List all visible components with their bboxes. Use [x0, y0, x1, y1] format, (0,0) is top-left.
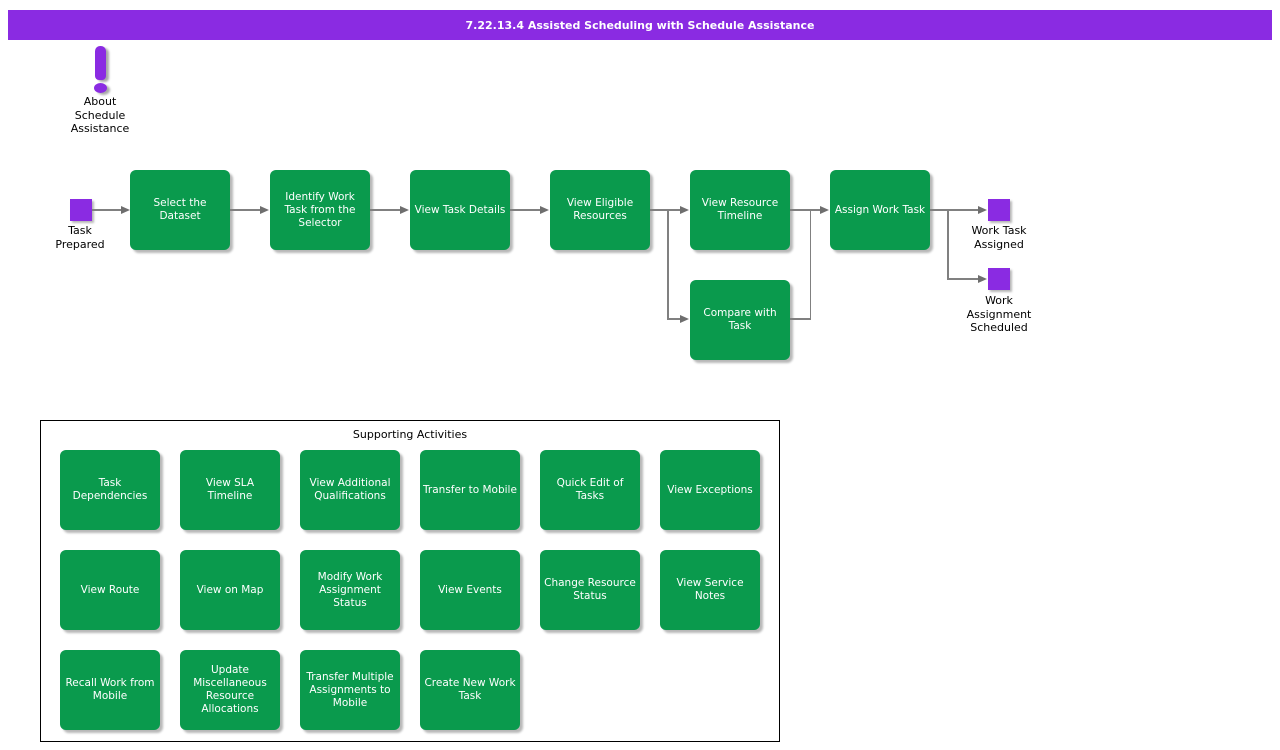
task-assign-work-task[interactable]: Assign Work Task	[830, 170, 930, 250]
task-view-exceptions[interactable]: View Exceptions	[660, 450, 760, 530]
task-view-on-map[interactable]: View on Map	[180, 550, 280, 630]
task-view-task-details[interactable]: View Task Details	[410, 170, 510, 250]
arrowhead-icon	[121, 206, 130, 214]
exclamation-bar	[94, 46, 106, 80]
task-view-additional-qualifications[interactable]: View Additional Qualifications	[300, 450, 400, 530]
arrowhead-icon	[540, 206, 549, 214]
task-create-new-work-task[interactable]: Create New Work Task	[420, 650, 520, 730]
task-view-route[interactable]: View Route	[60, 550, 160, 630]
task-transfer-multiple-assignments-to-mobile[interactable]: Transfer Multiple Assignments to Mobile	[300, 650, 400, 730]
task-view-eligible-resources[interactable]: View Eligible Resources	[550, 170, 650, 250]
exclamation-dot	[93, 83, 107, 93]
task-update-miscellaneous-resource-allocations[interactable]: Update Miscellaneous Resource Allocation…	[180, 650, 280, 730]
arrowhead-icon	[820, 206, 829, 214]
connector-line	[790, 209, 820, 211]
diagram-title-bar: 7.22.13.4 Assisted Scheduling with Sched…	[8, 10, 1272, 40]
task-modify-work-assignment-status[interactable]: Modify Work Assignment Status	[300, 550, 400, 630]
end-event-label-work-assignment-scheduled: Work Assignment Scheduled	[966, 294, 1032, 334]
connector-line	[930, 209, 978, 211]
end-event-work-assignment-scheduled	[988, 268, 1010, 290]
task-change-resource-status[interactable]: Change Resource Status	[540, 550, 640, 630]
task-view-sla-timeline[interactable]: View SLA Timeline	[180, 450, 280, 530]
arrowhead-icon	[400, 206, 409, 214]
connector-line	[370, 209, 400, 211]
connector-line	[667, 318, 680, 320]
connector-line	[790, 318, 811, 320]
connector-line	[809, 209, 811, 319]
task-identify-work-task-from-the-selector[interactable]: Identify Work Task from the Selector	[270, 170, 370, 250]
arrowhead-icon	[680, 315, 689, 323]
arrowhead-icon	[978, 275, 987, 283]
end-event-work-task-assigned	[988, 199, 1010, 221]
arrowhead-icon	[978, 206, 987, 214]
task-task-dependencies[interactable]: Task Dependencies	[60, 450, 160, 530]
connector-line	[230, 209, 260, 211]
task-view-resource-timeline[interactable]: View Resource Timeline	[690, 170, 790, 250]
start-event-label: Task Prepared	[55, 224, 105, 251]
connector-line	[667, 209, 669, 319]
arrowhead-icon	[680, 206, 689, 214]
connector-line	[510, 209, 540, 211]
supporting-activities-container	[40, 420, 780, 742]
connector-line	[650, 209, 680, 211]
start-event-task-prepared	[70, 199, 92, 221]
task-compare-with-task[interactable]: Compare with Task	[690, 280, 790, 360]
exclamation-note-icon[interactable]	[86, 46, 114, 93]
arrowhead-icon	[260, 206, 269, 214]
connector-line	[947, 278, 978, 280]
connector-line	[92, 209, 121, 211]
connector-line	[947, 209, 949, 279]
supporting-activities-title: Supporting Activities	[352, 428, 468, 441]
task-view-events[interactable]: View Events	[420, 550, 520, 630]
task-view-service-notes[interactable]: View Service Notes	[660, 550, 760, 630]
task-transfer-to-mobile[interactable]: Transfer to Mobile	[420, 450, 520, 530]
about-schedule-assistance-label: About Schedule Assistance	[70, 95, 130, 135]
task-quick-edit-of-tasks[interactable]: Quick Edit of Tasks	[540, 450, 640, 530]
end-event-label-work-task-assigned: Work Task Assigned	[971, 224, 1027, 251]
task-select-the-dataset[interactable]: Select the Dataset	[130, 170, 230, 250]
task-recall-work-from-mobile[interactable]: Recall Work from Mobile	[60, 650, 160, 730]
diagram-title: 7.22.13.4 Assisted Scheduling with Sched…	[465, 18, 815, 32]
